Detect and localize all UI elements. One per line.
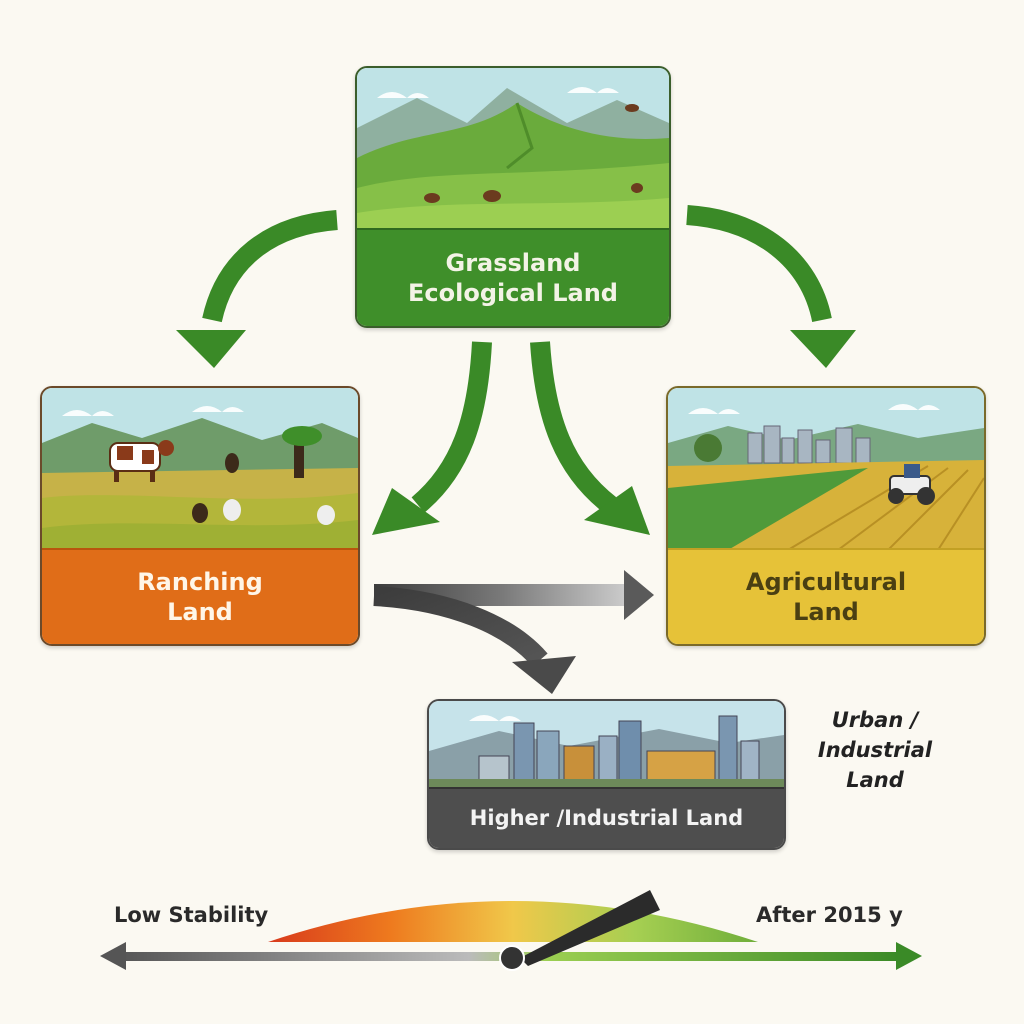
urban-industrial-land-node: Higher /Industrial Land	[427, 699, 786, 850]
urban-caption-line3: Land	[846, 768, 904, 792]
ranching-label-line1: Ranching	[137, 568, 263, 596]
urban-side-caption: Urban / Industrial Land	[800, 705, 950, 795]
urban-caption-line2: Industrial	[817, 738, 933, 762]
grassland-scene-illustration	[357, 68, 669, 230]
grassland-label-line1: Grassland	[445, 249, 581, 277]
cow-illustration	[109, 440, 174, 482]
tractor-illustration	[888, 464, 935, 505]
urban-caption-line1: Urban /	[831, 708, 919, 732]
arrow-grassland-down-to-agricultural	[530, 341, 650, 535]
agricultural-label-line2: Land	[793, 598, 859, 626]
arrow-ranching-to-urban	[373, 586, 576, 694]
gauge-needle	[520, 890, 660, 966]
grassland-ecological-land-node: Grassland Ecological Land	[355, 66, 671, 328]
grassland-node-label: Grassland Ecological Land	[357, 228, 669, 326]
arrow-grassland-down-to-ranching	[372, 341, 492, 535]
grassland-label-line2: Ecological Land	[408, 279, 618, 307]
arrow-grassland-to-agricultural	[686, 205, 856, 368]
arrow-grassland-to-ranching	[176, 210, 338, 368]
after-2015-label: After 2015 y	[756, 903, 903, 927]
ranching-node-label: Ranching Land	[42, 548, 358, 644]
gauge-axis-right-arrowhead	[896, 942, 922, 970]
gauge-arc	[268, 901, 758, 942]
gauge-axis-left-arrowhead	[100, 942, 126, 970]
gauge-pivot	[499, 945, 525, 971]
agricultural-node-label: Agricultural Land	[668, 548, 984, 644]
low-stability-label: Low Stability	[114, 903, 269, 927]
urban-node-label: Higher /Industrial Land	[429, 787, 784, 848]
urban-scene-illustration	[429, 701, 784, 789]
ranching-scene-illustration	[42, 388, 358, 550]
ranching-land-node: Ranching Land	[40, 386, 360, 646]
ranching-label-line2: Land	[167, 598, 233, 626]
agricultural-scene-illustration	[668, 388, 984, 550]
agricultural-land-node: Agricultural Land	[666, 386, 986, 646]
agricultural-label-line1: Agricultural	[745, 568, 907, 596]
urban-label-text: Higher /Industrial Land	[469, 806, 744, 831]
